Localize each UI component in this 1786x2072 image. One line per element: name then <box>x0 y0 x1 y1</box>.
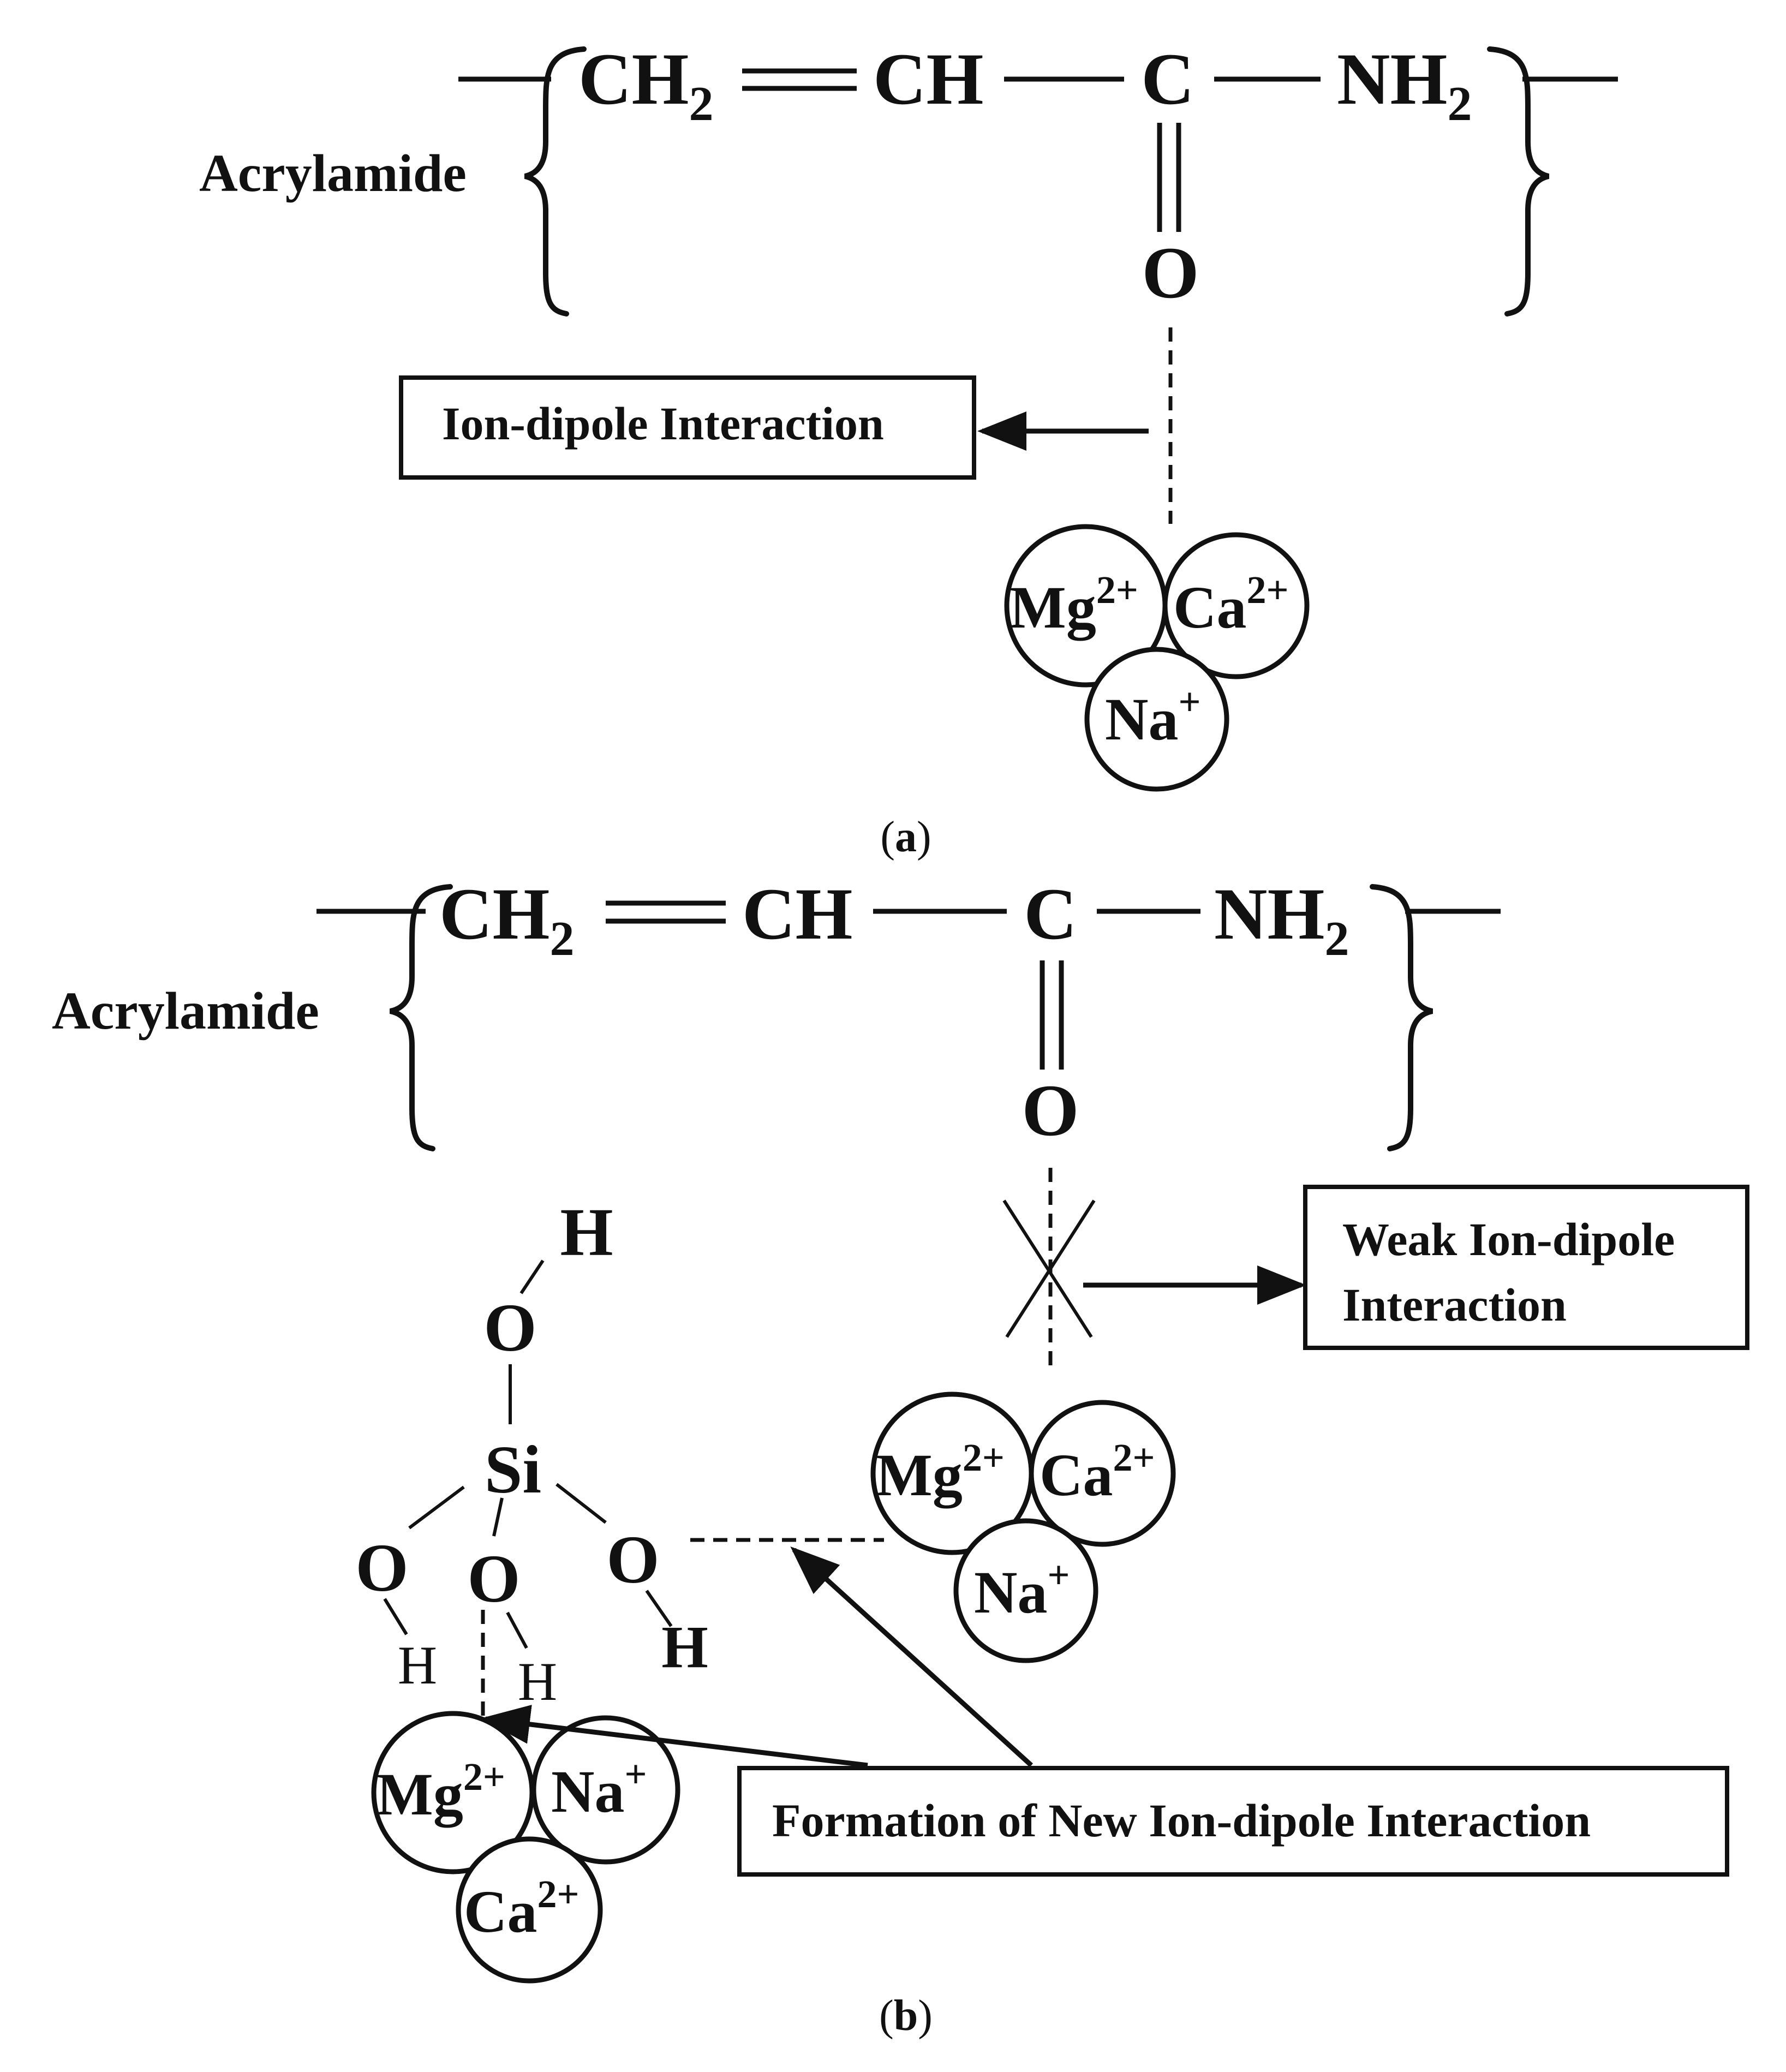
panel-b-new-arrow-to-dash <box>790 1546 1034 1768</box>
panel-a-o-atom: O <box>1142 232 1199 314</box>
panel-b-silanol: H O Si O O O H H H <box>355 1195 708 1712</box>
panel-a-callout-text: Ion-dipole Interaction <box>442 397 884 450</box>
panel-b-o-mid: O <box>467 1542 520 1617</box>
panel-b-h-left: H <box>398 1635 437 1695</box>
panel-a: CH2 CH C NH2 O Acrylamide Ion-dipole Int… <box>199 39 1618 861</box>
panel-a-monomer-label: Acrylamide <box>199 144 467 203</box>
panel-b-new-callout-box <box>737 1766 1729 1877</box>
panel-a-ca-label: Ca2+ <box>1173 568 1288 641</box>
panel-b-oh-right-bond <box>645 1590 673 1627</box>
panel-b-new-callout-text: Formation of New Ion-dipole Interaction <box>772 1794 1591 1847</box>
panel-b-weak-callout-line1: Weak Ion-dipole <box>1342 1213 1675 1265</box>
panel-a-ion-cluster: Mg2+ Ca2+ Na+ <box>1004 524 1310 792</box>
panel-b-h-right: H <box>661 1614 708 1680</box>
panel-b-h-mid: H <box>518 1651 557 1712</box>
panel-b-monomer-label: Acrylamide <box>52 982 319 1041</box>
panel-b-cross-stroke-2 <box>1005 1199 1096 1338</box>
panel-a-caption: (a) <box>880 813 931 861</box>
panel-b-o-right: O <box>606 1522 659 1598</box>
panel-b-backbone: CH2 CH C NH2 O <box>316 874 1501 1151</box>
panel-b-new-arrow-to-ion <box>481 1705 868 1768</box>
panel-b-ion-cluster-left: Mg2+ Na+ Ca2+ <box>371 1711 680 1984</box>
panel-b-o-left: O <box>355 1531 408 1606</box>
panel-b-right-ca-label: Ca2+ <box>1040 1436 1155 1508</box>
panel-b-caption: (b) <box>879 1992 933 2040</box>
panel-b: CH2 CH C NH2 O Acrylamide Weak Ion-dipol… <box>52 874 1749 2040</box>
panel-b-h-top: H <box>560 1195 613 1270</box>
panel-a-nh2-atom: NH2 <box>1337 39 1472 131</box>
panel-b-si-o-left-bond <box>408 1485 465 1530</box>
panel-a-ch2-atom: CH2 <box>578 39 714 131</box>
panel-b-right-brace <box>1370 884 1433 1151</box>
panel-b-left-na-label: Na+ <box>551 1752 647 1825</box>
panel-b-c-atom: C <box>1024 874 1077 955</box>
panel-b-ion-cluster-right: Mg2+ Ca2+ Na+ <box>870 1392 1176 1663</box>
panel-a-ca-ion <box>1162 532 1310 679</box>
panel-b-o-top: O <box>483 1291 536 1366</box>
panel-b-right-mg-label: Mg2+ <box>876 1436 1005 1508</box>
panel-b-si-atom: Si <box>485 1432 541 1508</box>
panel-b-si-o-mid-bond <box>492 1497 504 1537</box>
panel-b-left-na-ion <box>531 1715 680 1865</box>
panel-b-right-ca-ion <box>1029 1400 1176 1547</box>
panel-b-oh-left-bond <box>383 1598 408 1635</box>
panel-b-right-na-ion <box>953 1518 1098 1663</box>
panel-a-na-label: Na+ <box>1105 680 1200 753</box>
panel-b-oh-mid-bond <box>506 1611 528 1649</box>
panel-b-ch2-atom: CH2 <box>439 874 575 966</box>
panel-a-ch-atom: CH <box>873 39 984 120</box>
panel-b-weak-callout-box <box>1303 1185 1749 1350</box>
panel-b-left-ca-label: Ca2+ <box>464 1872 579 1945</box>
panel-b-si-o-right-bond <box>555 1483 607 1524</box>
panel-a-c-atom: C <box>1141 39 1194 120</box>
panel-b-ch-atom: CH <box>742 874 853 955</box>
panel-b-left-mg-label: Mg2+ <box>377 1755 505 1828</box>
panel-a-mg-label: Mg2+ <box>1010 568 1138 641</box>
panel-a-right-brace <box>1487 46 1550 317</box>
panel-b-right-na-label: Na+ <box>974 1553 1070 1626</box>
panel-b-left-ca-ion <box>456 1836 603 1984</box>
panel-a-callout-box <box>399 375 976 480</box>
panel-b-weak-callout-line2: Interaction <box>1342 1279 1567 1331</box>
panel-b-left-brace <box>389 884 453 1151</box>
panel-b-oh-top-bond <box>519 1259 545 1294</box>
panel-b-nh2-atom: NH2 <box>1214 874 1349 966</box>
panel-b-cross-stroke-1 <box>1002 1199 1093 1338</box>
panel-a-backbone: CH2 CH C NH2 O <box>458 39 1618 314</box>
panel-a-na-ion <box>1084 647 1229 792</box>
panel-b-o-atom: O <box>1022 1070 1079 1151</box>
panel-a-left-brace <box>524 46 587 317</box>
